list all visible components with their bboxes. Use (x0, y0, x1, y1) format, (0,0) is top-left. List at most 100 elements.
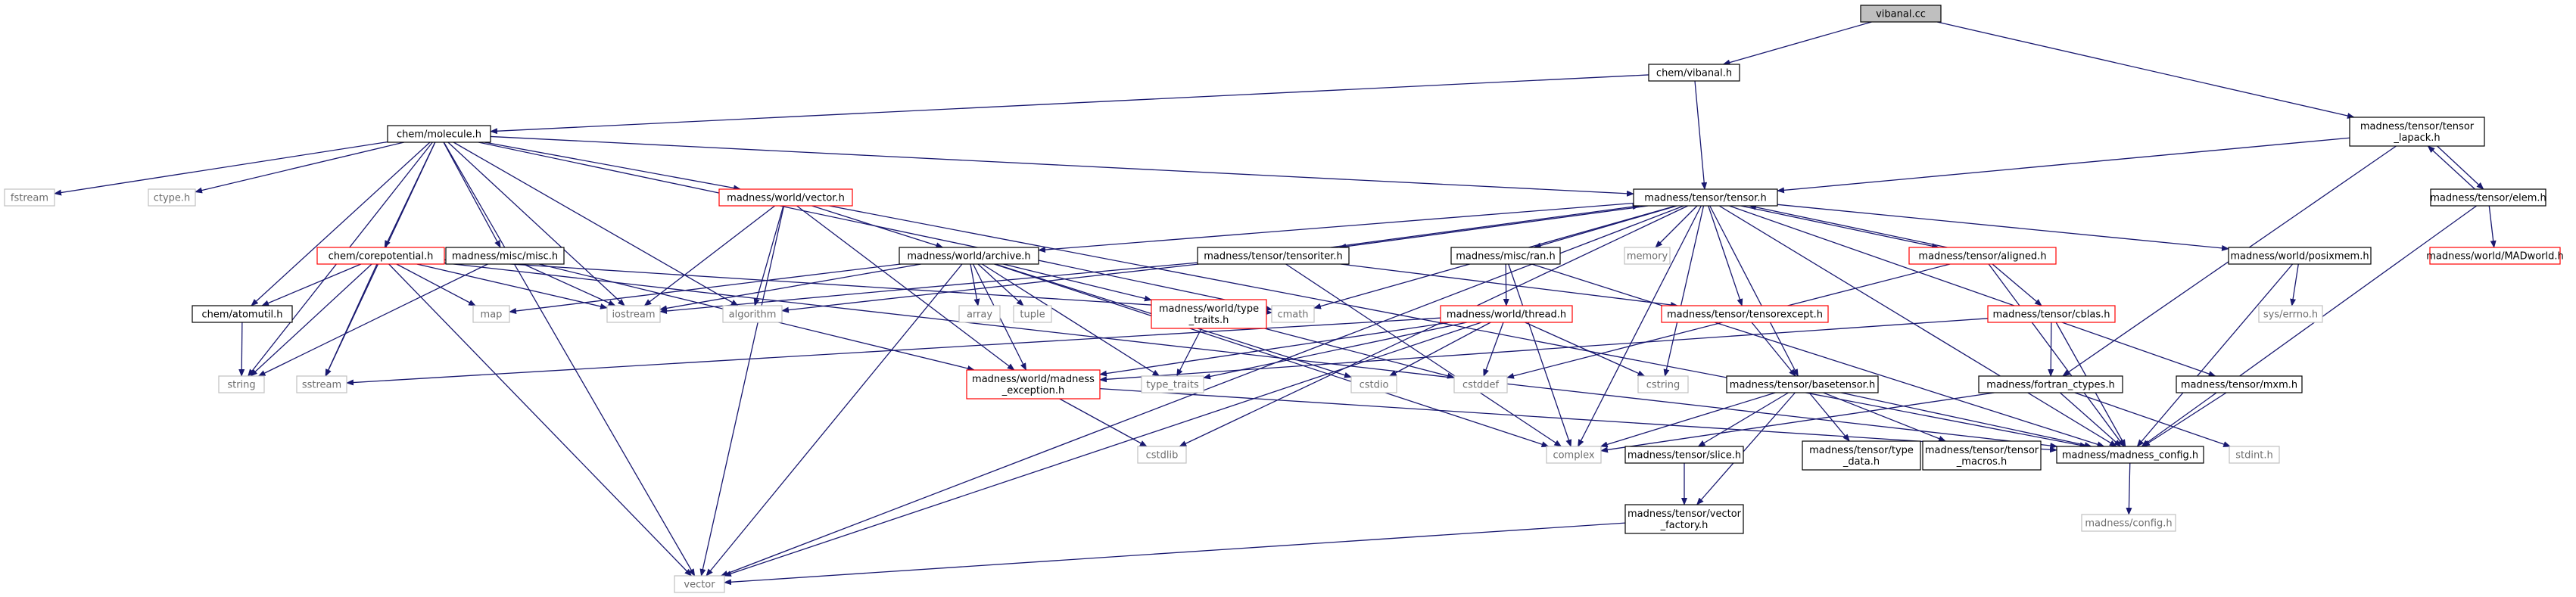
node-cblas_h[interactable]: madness/tensor/cblas.h (1987, 305, 2116, 323)
node-tuple[interactable]: tuple (1013, 305, 1052, 323)
node-box (387, 125, 491, 143)
node-label: string (227, 380, 255, 391)
nodes-layer: vibanal.cc chem/vibanal.h madness/tensor/t… (4, 5, 2564, 593)
node-madness_config_h[interactable]: madness/madness_config.h (2056, 446, 2204, 464)
node-basetensor_h[interactable]: madness/tensor/basetensor.h (1726, 375, 1879, 393)
node-string[interactable]: string (218, 375, 265, 393)
node-world_thread_h[interactable]: madness/world/thread.h (1440, 305, 1573, 323)
node-fortran_ctypes_h[interactable]: madness/fortran_ctypes.h (1978, 375, 2123, 393)
node-cstddef[interactable]: cstddef (1453, 375, 1508, 393)
node-box (674, 575, 725, 593)
node-label: _traits.h (1188, 315, 1229, 326)
node-algorithm[interactable]: algorithm (722, 305, 783, 323)
node-label: madness/tensor/slice.h (1628, 450, 1741, 462)
node-cstdio[interactable]: cstdio (1350, 375, 1397, 393)
node-array[interactable]: array (958, 305, 1001, 323)
node-tensor_macros_h[interactable]: madness/tensor/tensor_macros.h (1922, 440, 2042, 471)
node-complex[interactable]: complex (1546, 446, 1602, 464)
node-vector[interactable]: vector (674, 575, 725, 593)
edge-world_vector_h-to-madness_config_h (829, 205, 2088, 449)
edge-corepotential_h-to-madness_config_h (444, 262, 2058, 449)
node-map[interactable]: map (472, 305, 510, 323)
node-tensor_tensor_h[interactable]: madness/tensor/tensor.h (1633, 188, 1778, 207)
node-chem_vibanal_h[interactable]: chem/vibanal.h (1648, 64, 1740, 82)
node-iostream[interactable]: iostream (606, 305, 661, 323)
node-type_traits[interactable]: type_traits (1141, 375, 1204, 393)
node-stdint_h[interactable]: stdint.h (2229, 446, 2280, 464)
node-aligned_h[interactable]: madness/tensor/aligned.h (1908, 247, 2057, 265)
node-box (2229, 446, 2280, 464)
edge-tensor_tensor_h-to-cstring (1663, 205, 1705, 377)
node-misc_misc_h[interactable]: madness/misc/misc.h (445, 247, 565, 265)
node-box (316, 247, 445, 265)
node-sstream[interactable]: sstream (296, 375, 347, 393)
node-misc_ran_h[interactable]: madness/misc/ran.h (1450, 247, 1561, 265)
node-tensor_lapack_h[interactable]: madness/tensor/tensor_lapack.h (2349, 117, 2485, 147)
edge-world_archive_h-to-vector (706, 263, 963, 577)
node-box (1908, 247, 2057, 265)
node-type_traits_h[interactable]: madness/world/type_traits.h (1151, 299, 1267, 329)
node-chem_molecule_h[interactable]: chem/molecule.h (387, 125, 491, 143)
node-box (1453, 375, 1508, 393)
node-atomutil_h[interactable]: chem/atomutil.h (192, 305, 293, 323)
node-fstream[interactable]: fstream (4, 188, 55, 207)
node-box (1197, 247, 1350, 265)
node-posixmem_h[interactable]: madness/world/posixmem.h (2228, 247, 2372, 265)
node-box (1637, 375, 1689, 393)
node-tensoriter_h[interactable]: madness/tensor/tensoriter.h (1197, 247, 1350, 265)
node-world_vector_h[interactable]: madness/world/vector.h (718, 188, 853, 207)
edge-chem_molecule_h-to-ctype_h (195, 141, 404, 194)
node-label: madness/config.h (2085, 518, 2172, 530)
node-label: madness/fortran_ctypes.h (1986, 380, 2114, 391)
edge-corepotential_h-to-atomutil_h (261, 263, 362, 306)
node-cstdlib[interactable]: cstdlib (1137, 446, 1187, 464)
node-label: cmath (1277, 309, 1308, 321)
edge-atomutil_h-to-string (238, 322, 245, 377)
node-madness_exception_h[interactable]: madness/world/madness_exception.h (966, 369, 1101, 400)
node-box (1151, 299, 1267, 329)
node-vector_factory_h[interactable]: madness/tensor/vector_factory.h (1624, 504, 1744, 534)
node-world_archive_h[interactable]: madness/world/archive.h (899, 247, 1039, 265)
node-config_h[interactable]: madness/config.h (2081, 514, 2176, 532)
edge-tensor_tensor_h-to-memory (1655, 205, 1698, 248)
node-label: type_traits (1146, 380, 1199, 391)
node-label: madness/misc/ran.h (1456, 251, 1556, 263)
node-memory[interactable]: memory (1624, 247, 1671, 265)
node-box (2349, 117, 2485, 147)
node-label: madness/world/archive.h (907, 251, 1030, 263)
edge-tensor_lapack_h-to-tensorelem_h (2437, 145, 2484, 190)
edge-posixmem_h-to-madness_config_h (2136, 263, 2294, 447)
node-mxm_h[interactable]: madness/tensor/mxm.h (2176, 375, 2303, 393)
node-slice_h[interactable]: madness/tensor/slice.h (1624, 446, 1744, 464)
edge-basetensor_h-to-madness_config_h (1841, 392, 2092, 449)
node-type_data_h[interactable]: madness/tensor/type_data.h (1802, 440, 1921, 471)
edge-world_thread_h-to-cstring (1525, 322, 1646, 377)
node-label: chem/atomutil.h (201, 309, 282, 321)
edge-tensor_tensor_h-to-complex (1578, 205, 1702, 447)
edge-chem_molecule_h-to-tensor_tensor_h (490, 135, 1634, 197)
node-label: madness/world/thread.h (1447, 309, 1566, 321)
node-label: madness/tensor/tensorexcept.h (1667, 309, 1823, 321)
node-cstring[interactable]: cstring (1637, 375, 1689, 393)
node-cmath[interactable]: cmath (1271, 305, 1315, 323)
node-corepotential_h[interactable]: chem/corepotential.h (316, 247, 445, 265)
edge-type_traits_h-to-type_traits (1176, 328, 1202, 377)
edge-tensor_tensor_h-to-aligned_h (1740, 205, 1939, 250)
edge-world_archive_h-to-array (970, 263, 980, 306)
node-ctype_h[interactable]: ctype.h (148, 188, 196, 207)
edge-corepotential_h-to-vector (388, 263, 693, 577)
edge-world_archive_h-to-complex (994, 263, 1550, 447)
edge-world_vector_h-to-vector (699, 205, 785, 577)
node-sys_errno_h[interactable]: sys/errno.h (2258, 305, 2323, 323)
node-label: iostream (612, 309, 655, 321)
node-label: chem/corepotential.h (329, 251, 434, 263)
edge-vibanal_cc-to-chem_vibanal_h (1722, 21, 1872, 66)
node-vibanal_cc[interactable]: vibanal.cc (1860, 5, 1942, 23)
edge-corepotential_h-to-map (396, 263, 477, 306)
edge-corepotential_h-to-sstream (325, 263, 378, 377)
node-box (472, 305, 510, 323)
node-tensorexcept_h[interactable]: madness/tensor/tensorexcept.h (1661, 305, 1829, 323)
node-madworld_h[interactable]: madness/world/MADworld.h (2426, 247, 2564, 265)
node-box (718, 188, 853, 207)
node-tensorelem_h[interactable]: madness/tensor/elem.h (2430, 188, 2546, 207)
